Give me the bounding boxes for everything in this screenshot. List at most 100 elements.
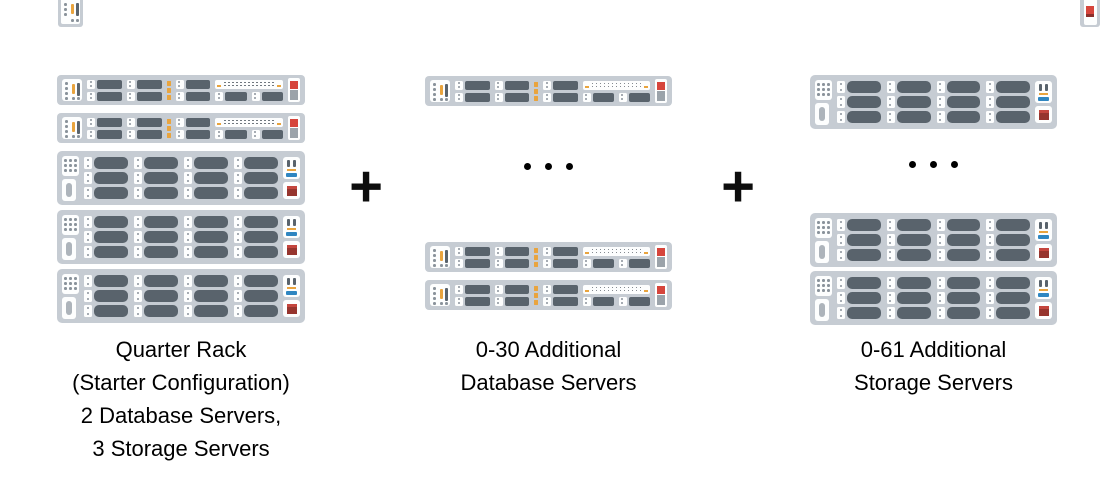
drive-row xyxy=(84,275,278,287)
drive-bar-icon xyxy=(136,117,162,127)
drive-bar-icon xyxy=(504,246,529,256)
plus-separator: + xyxy=(349,153,383,219)
drive-bay xyxy=(543,284,578,294)
drive-bar-icon xyxy=(465,258,490,268)
drive-tab-icon xyxy=(543,258,551,268)
blue-bar-icon xyxy=(286,231,297,236)
status-bars-icon xyxy=(287,219,296,226)
drive-bay xyxy=(494,296,529,306)
network-ports-icon xyxy=(582,284,650,294)
status-bars-icon xyxy=(287,278,296,285)
red-power-block-icon xyxy=(657,286,665,294)
status-bars-icon xyxy=(1039,222,1048,229)
group-label-line: 3 Storage Servers xyxy=(92,436,270,461)
drive-tab-icon xyxy=(936,249,945,261)
status-panel-icon xyxy=(1035,219,1052,241)
drive-bar-icon xyxy=(144,187,178,199)
drive-tab-icon xyxy=(184,187,192,199)
red-power-block-icon xyxy=(657,82,665,90)
drive-bay xyxy=(184,157,228,169)
drive-bay xyxy=(134,246,178,258)
drive-bar-icon xyxy=(94,157,128,169)
drive-tab-icon xyxy=(215,91,224,101)
power-supply-icon xyxy=(655,79,667,103)
drive-tab-icon xyxy=(986,307,995,319)
status-panel-icon xyxy=(283,157,300,179)
drive-bay xyxy=(494,258,529,268)
drive-bay xyxy=(837,111,881,123)
drive-tab-icon xyxy=(134,275,142,287)
drive-bar-icon xyxy=(94,246,128,258)
status-bar-icon xyxy=(1039,222,1042,229)
drive-column-group xyxy=(543,284,578,306)
led-dot xyxy=(64,3,67,6)
drive-bar-icon xyxy=(896,219,931,231)
drive-bay xyxy=(986,307,1030,319)
drive-bay xyxy=(936,81,981,93)
drive-bay xyxy=(184,290,228,302)
drive-bay xyxy=(134,275,178,287)
drive-bar-icon xyxy=(94,305,128,317)
vent-dots-panel-icon xyxy=(815,217,832,238)
drive-bar-icon xyxy=(946,219,981,231)
port-dot-grid xyxy=(224,119,274,125)
drive-tab-icon xyxy=(134,246,142,258)
red-power-block-icon xyxy=(290,81,298,89)
drive-bar-icon xyxy=(465,246,490,256)
drive-row xyxy=(84,157,278,169)
orange-tick-icon xyxy=(584,290,589,292)
drive-bay xyxy=(455,284,490,294)
drive-bar-icon xyxy=(244,216,278,228)
drive-row xyxy=(837,111,1030,123)
drive-tab-icon xyxy=(234,216,242,228)
drive-bay xyxy=(936,219,981,231)
red-power-block-icon xyxy=(286,244,297,255)
drive-tab-icon xyxy=(234,157,242,169)
handle-bar-icon xyxy=(819,244,825,259)
drive-bay xyxy=(184,187,228,199)
drive-tab-icon xyxy=(494,80,503,90)
drive-bar-icon xyxy=(465,92,490,102)
drive-tab-icon xyxy=(455,296,463,306)
drive-bar-icon xyxy=(896,111,931,123)
drive-bay xyxy=(986,96,1030,108)
drive-bay xyxy=(87,129,122,139)
left-panel-column xyxy=(62,214,79,260)
drive-bay xyxy=(134,172,178,184)
drive-bar-icon xyxy=(194,305,228,317)
drive-tab-icon xyxy=(886,96,895,108)
drive-tab-icon xyxy=(184,216,192,228)
drive-tab-icon xyxy=(234,290,242,302)
drive-bay xyxy=(986,234,1030,246)
orange-line-icon xyxy=(287,287,296,289)
drive-tab-icon xyxy=(175,91,184,101)
vent-dots-panel-icon xyxy=(815,79,832,100)
drive-bar-icon xyxy=(144,157,178,169)
orange-line-icon xyxy=(287,228,296,230)
drive-bar-icon xyxy=(94,231,128,243)
drive-bay xyxy=(87,91,122,101)
drive-column-group xyxy=(175,117,211,139)
drive-tab-icon xyxy=(582,296,591,306)
drive-tab-icon xyxy=(986,277,995,289)
drive-tab-icon xyxy=(126,129,135,139)
drive-bay xyxy=(936,111,981,123)
drive-bar-icon xyxy=(996,307,1030,319)
drive-bar-icon xyxy=(553,80,578,90)
drive-tab-icon xyxy=(936,81,945,93)
drive-tab-icon xyxy=(936,292,945,304)
drive-bay xyxy=(234,305,278,317)
drive-bay xyxy=(455,80,490,90)
network-ports-icon xyxy=(582,80,650,90)
drive-column-group xyxy=(543,246,578,268)
red-power-block-icon xyxy=(657,248,665,256)
left-panel-column xyxy=(815,275,832,321)
drive-tab-icon xyxy=(886,234,895,246)
drive-bay xyxy=(837,234,881,246)
drive-tab-icon xyxy=(84,246,92,258)
drive-tab-icon xyxy=(986,111,995,123)
drive-bay xyxy=(837,249,881,261)
gray-power-block-icon xyxy=(290,90,298,100)
led-dot xyxy=(76,19,79,22)
